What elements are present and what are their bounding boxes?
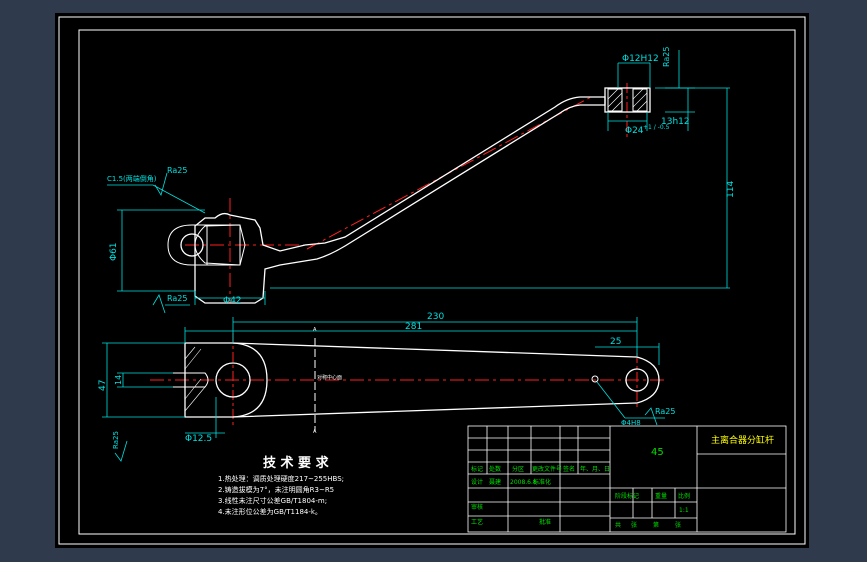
dim-height-label: Φ61: [109, 242, 119, 261]
sheet-label-2: 张: [675, 521, 681, 529]
drawing-sheet: Φ12H12 Ra25 114 13h12 Φ24 +1 / -0.5 C1.5…: [55, 13, 809, 548]
dim-depth-label: 13h12: [661, 117, 690, 127]
dim-left-v2: 14: [114, 375, 123, 385]
top-view: Φ12H12 Ra25 114 13h12 Φ24 +1 / -0.5 C1.5…: [107, 47, 736, 314]
dim-281-label: 281: [405, 322, 422, 332]
boss-hatch-right: [632, 88, 648, 112]
front-hole1: [215, 362, 251, 398]
top-part-outline: [194, 96, 606, 304]
drawing-canvas: Φ12H12 Ra25 114 13h12 Φ24 +1 / -0.5 C1.5…: [58, 16, 806, 545]
requirements-title: 技 术 要 求: [263, 455, 330, 471]
dim-left-v1: 47: [98, 380, 108, 391]
top-dimensions: [107, 50, 730, 314]
top-hole: [180, 233, 204, 257]
designer-name: 聂建: [489, 478, 501, 486]
rough-left-label: Ra25: [167, 166, 187, 175]
dim-25-label: 25: [610, 337, 621, 347]
requirement-1: 1.热处理：调质处理硬度217~255HBS;: [218, 474, 344, 483]
sheet-no-label: 第: [653, 521, 659, 529]
stage-label: 阶段标记: [615, 492, 639, 500]
requirement-2: 2.铸造拔模为7°，未注明圆角R3~R5: [218, 485, 334, 494]
row-label-1: 处数: [489, 465, 501, 473]
front-dimensions: [102, 317, 665, 462]
dim-width-label: Φ24: [625, 126, 644, 136]
process-label: 工艺: [471, 518, 483, 526]
boss-hatching: [607, 88, 648, 112]
approve-label: 批准: [539, 518, 551, 526]
std-label: 标准化: [533, 478, 551, 486]
material-label: 45: [651, 447, 664, 458]
dim-bottom-label: Φ42: [223, 296, 242, 306]
front-slot: [173, 372, 209, 388]
tech-requirements: 技 术 要 求 1.热处理：调质处理硬度217~255HBS; 2.铸造拔模为7…: [218, 455, 344, 516]
top-fork-arc2: [167, 244, 240, 266]
rough-top-label: Ra25: [662, 47, 671, 67]
row-label-5: 年、月、日: [580, 465, 610, 473]
front-arm-outline: [232, 342, 660, 418]
outer-frame: [58, 16, 806, 545]
dim-tol-label: +1 / -0.5: [643, 124, 670, 131]
row-label-2: 分区: [512, 465, 524, 473]
sheet-label: 张: [631, 521, 637, 529]
design-label: 设计: [471, 478, 483, 486]
row-label-4: 签名: [563, 465, 575, 473]
dim-hole-label: Φ12.5: [185, 434, 212, 444]
scale-value: 1:1: [679, 507, 689, 514]
rough-bottom-label: Ra25: [167, 294, 187, 303]
front-hatching: [184, 346, 206, 412]
requirement-4: 4.未注形位公差为GB/T1184-k。: [218, 507, 322, 516]
title-block: 45 主离合器分缸杆 标记 处数 分区 更改文件号 签名 年、月、日 设计 聂建…: [467, 425, 787, 533]
rough-front-left: Ra25: [112, 431, 120, 449]
top-fork-arc: [167, 224, 240, 246]
front-hole2: [625, 368, 649, 392]
rough-right-label: Ra25: [655, 407, 675, 416]
dim-114-label: 114: [726, 181, 736, 198]
weight-label: 重量: [655, 492, 667, 500]
section-mark-top: A: [313, 327, 317, 333]
part-name-label: 主离合器分缸杆: [711, 434, 774, 446]
row-label-0: 标记: [471, 465, 483, 473]
chamfer-note: C1.5(两端倒角): [107, 174, 157, 183]
front-small-hole: [591, 375, 599, 383]
boss-outline: [604, 87, 651, 113]
scale-label: 比例: [678, 492, 690, 500]
front-view: 230 281 25 A A 47 14 Ra25 Φ12.5 对称中心面 Φ4…: [98, 312, 675, 462]
dim-hole-right-label: Φ4H8: [621, 419, 641, 427]
section-mark-bottom: A: [313, 429, 317, 435]
dim-holes-label: Φ12H12: [622, 54, 659, 64]
dim-230-label: 230: [427, 312, 444, 322]
center-plane-label: 对称中心面: [317, 374, 342, 381]
requirement-3: 3.线性未注尺寸公差GB/T1804-m;: [218, 496, 327, 505]
inner-frame: [78, 29, 796, 535]
row-label-3: 更改文件号: [532, 465, 562, 473]
boss-hatch-left: [607, 88, 623, 112]
sheets-total-label: 共: [615, 521, 621, 529]
design-date: 2008.6.8: [510, 479, 537, 486]
review-label: 审核: [471, 503, 483, 511]
